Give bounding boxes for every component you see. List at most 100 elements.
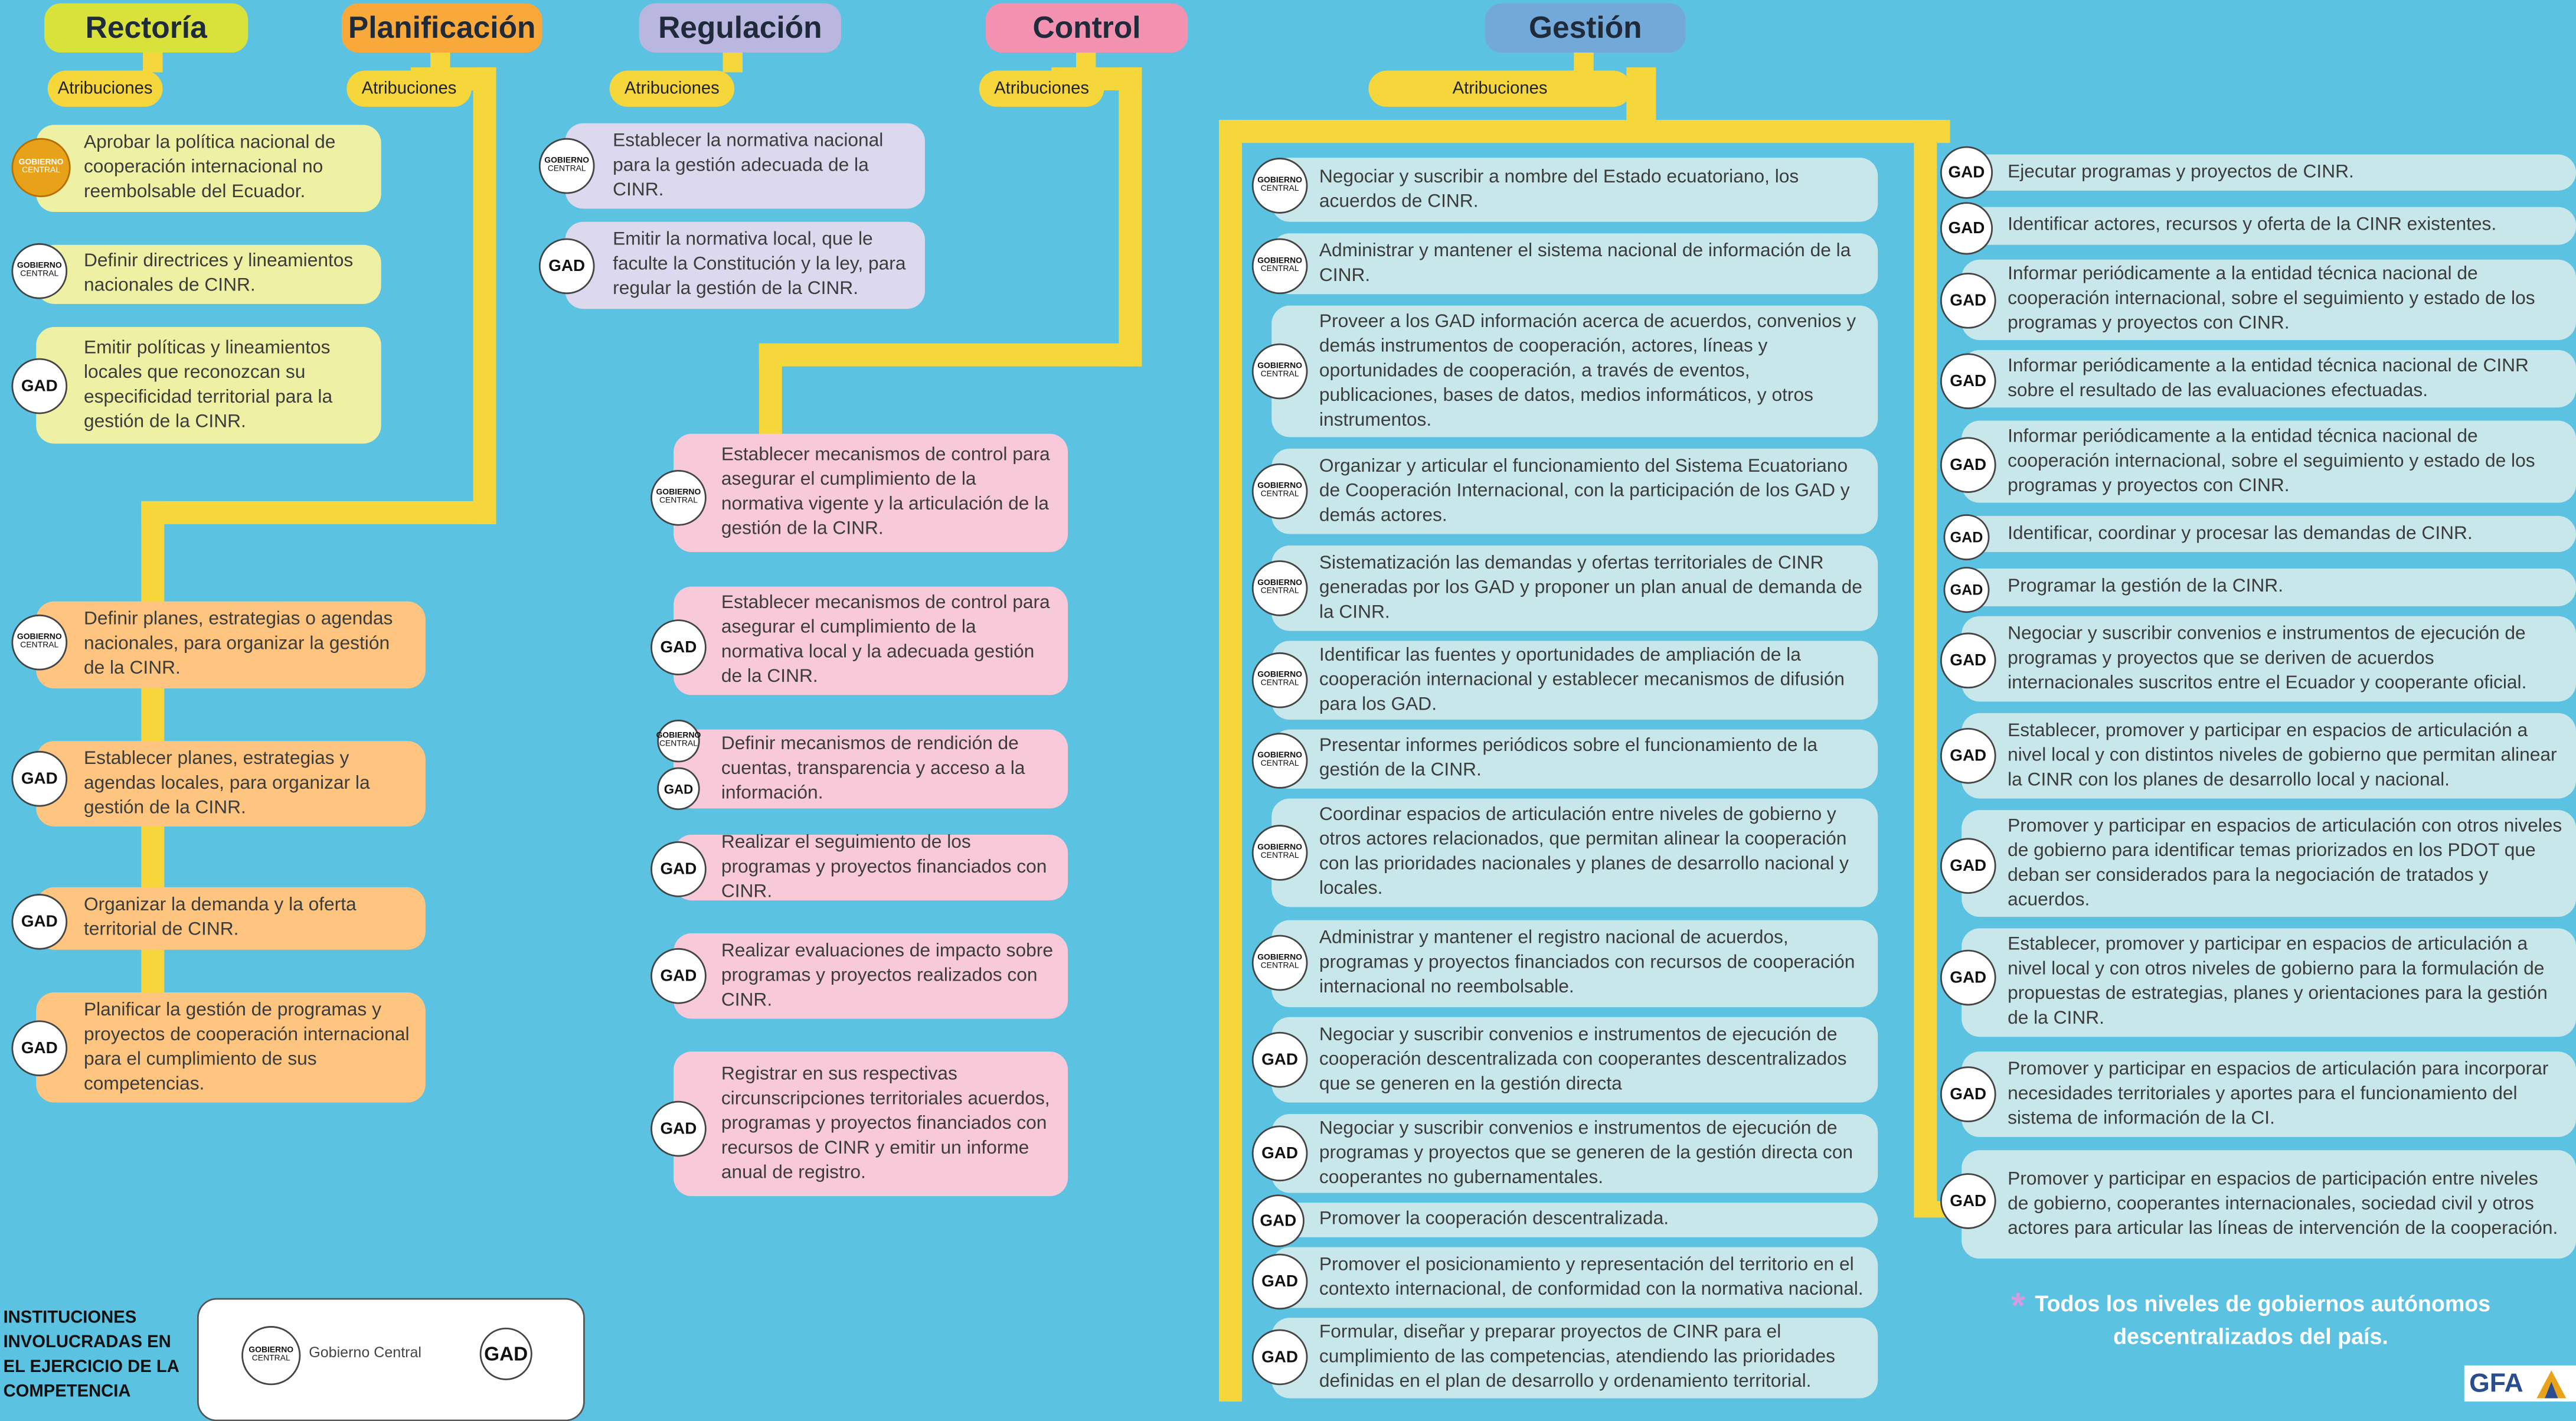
gestion-item: Negociar y suscribir a nombre del Estado…: [1271, 158, 1878, 222]
gestion-item: Promover la cooperación descentralizada.: [1271, 1203, 1878, 1237]
control-item: Realizar el seguimiento de los programas…: [674, 832, 1068, 901]
gad-badge: GAD: [650, 1100, 707, 1157]
atribuciones-label-planificacion: Atribuciones: [346, 70, 472, 107]
connector-line: [1219, 120, 1243, 1402]
gestion-item: Establecer, promover y participar en esp…: [1962, 713, 2576, 799]
gad-badge: GAD: [1251, 1253, 1308, 1310]
connector-line: [1119, 67, 1142, 367]
gestion-item: Sistematización las demandas y ofertas t…: [1271, 545, 1878, 631]
gad-badge: GAD: [1940, 838, 1996, 894]
regulacion-item: Establecer la normativa nacional para la…: [565, 123, 925, 209]
gestion-item: Informar periódicamente a la entidad téc…: [1962, 259, 2576, 341]
gestion-item: Administrar y mantener el registro nacio…: [1271, 920, 1878, 1008]
regulacion-item: Emitir la normativa local, que le facult…: [565, 221, 925, 309]
logo-triangle-icon: [2536, 1370, 2567, 1399]
gestion-item: Promover y participar en espacios de art…: [1962, 810, 2576, 917]
gad-badge: GAD: [650, 619, 707, 675]
connector-line: [759, 343, 1142, 367]
control-item: Definir mecanismos de rendición de cuent…: [674, 729, 1068, 809]
gad-badge: GAD: [1940, 202, 1993, 255]
connector-line: [143, 49, 163, 73]
gestion-item: Negociar y suscribir convenios e instrum…: [1271, 1017, 1878, 1103]
gad-badge: GAD: [11, 894, 68, 950]
control-item: Establecer mecanismos de control para as…: [674, 586, 1068, 695]
gad-badge: GAD: [650, 948, 707, 1004]
footnote-line2: descentralizados del país.: [2113, 1324, 2388, 1350]
gad-badge: GAD: [1251, 1329, 1308, 1386]
gestion-item: Coordinar espacios de articulación entre…: [1271, 798, 1878, 907]
gestion-item: Negociar y suscribir convenios e instrum…: [1271, 1114, 1878, 1193]
atribuciones-label-regulacion: Atribuciones: [609, 70, 735, 107]
footnote: * Todos los niveles de gobiernos autónomo…: [1980, 1288, 2522, 1353]
atribuciones-label-control: Atribuciones: [979, 70, 1104, 107]
control-item: Realizar evaluaciones de impacto sobre p…: [674, 933, 1068, 1019]
gad-badge: GAD: [1940, 437, 1996, 493]
header-rectoria: Rectoría: [44, 3, 249, 53]
gad-badge: GAD: [1940, 146, 1993, 199]
control-item: Establecer mecanismos de control para as…: [674, 433, 1068, 553]
planificacion-item: Planificar la gestión de programas y pro…: [36, 992, 426, 1103]
connector-line: [1914, 120, 1937, 1218]
connector-line: [1626, 67, 1656, 127]
gestion-item: Promover y participar en espacios de art…: [1962, 1051, 2576, 1137]
connector-line: [473, 67, 496, 524]
gad-badge: GAD: [1251, 1125, 1308, 1182]
gestion-item: Identificar actores, recursos y oferta d…: [1962, 207, 2576, 245]
rectoria-item: Definir directrices y lineamientos nacio…: [36, 244, 381, 304]
rectoria-item: Aprobar la política nacional de cooperac…: [36, 125, 381, 213]
connector-line: [723, 49, 743, 73]
gestion-item: Programar la gestión de la CINR.: [1962, 568, 2576, 607]
gad-badge: GAD: [650, 841, 707, 897]
planificacion-item: Organizar la demanda y la oferta territo…: [36, 887, 426, 950]
gad-badge: GAD: [1940, 1173, 1996, 1229]
atribuciones-label-gestion: Atribuciones: [1368, 70, 1632, 107]
gad-badge: GAD: [1940, 632, 1996, 689]
footnote-line1: Todos los niveles de gobiernos autónomos: [2035, 1291, 2491, 1317]
planificacion-item: Establecer planes, estrategias y agendas…: [36, 741, 426, 827]
planificacion-item: Definir planes, estrategias o agendas na…: [36, 601, 426, 689]
header-planificacion: Planificación: [341, 3, 542, 53]
connector-line: [1219, 120, 1950, 143]
gad-badge: GAD: [1943, 514, 1990, 561]
gad-badge: GAD: [1940, 949, 1996, 1006]
gestion-item: Promover el posicionamiento y representa…: [1271, 1247, 1878, 1308]
connector-line: [141, 501, 496, 524]
gestion-item: Informar periódicamente a la entidad téc…: [1962, 349, 2576, 408]
header-regulacion: Regulación: [639, 3, 841, 53]
gestion-item: Presentar informes periódicos sobre el f…: [1271, 729, 1878, 789]
gad-badge: GAD: [1251, 1031, 1308, 1088]
gestion-item: Identificar, coordinar y procesar las de…: [1962, 515, 2576, 553]
gad-badge: GAD: [1251, 1194, 1305, 1247]
gad-badge: GAD: [1940, 727, 1996, 784]
gestion-item: Proveer a los GAD información acerca de …: [1271, 305, 1878, 437]
gad-badge: GAD: [11, 750, 68, 807]
gestion-item: Formular, diseñar y preparar proyectos d…: [1271, 1318, 1878, 1399]
asterisk-icon: *: [2011, 1285, 2025, 1327]
gestion-item: Administrar y mantener el sistema nacion…: [1271, 233, 1878, 295]
gad-badge: GAD: [1940, 353, 1996, 410]
legend-gob-label: Gobierno Central: [309, 1344, 422, 1361]
gestion-item: Promover y participar en espacios de par…: [1962, 1150, 2576, 1259]
header-gestion: Gestión: [1485, 3, 1686, 53]
gestion-item: Organizar y articular el funcionamiento …: [1271, 448, 1878, 534]
gad-badge: GAD: [11, 1020, 68, 1076]
gad-badge: GAD: [538, 238, 595, 295]
gestion-item: Identificar las fuentes y oportunidades …: [1271, 641, 1878, 720]
control-item: Registrar en sus respectivas circunscrip…: [674, 1051, 1068, 1197]
gad-badge: GAD: [1940, 273, 1996, 329]
gad-badge: GAD: [1940, 1066, 1996, 1122]
